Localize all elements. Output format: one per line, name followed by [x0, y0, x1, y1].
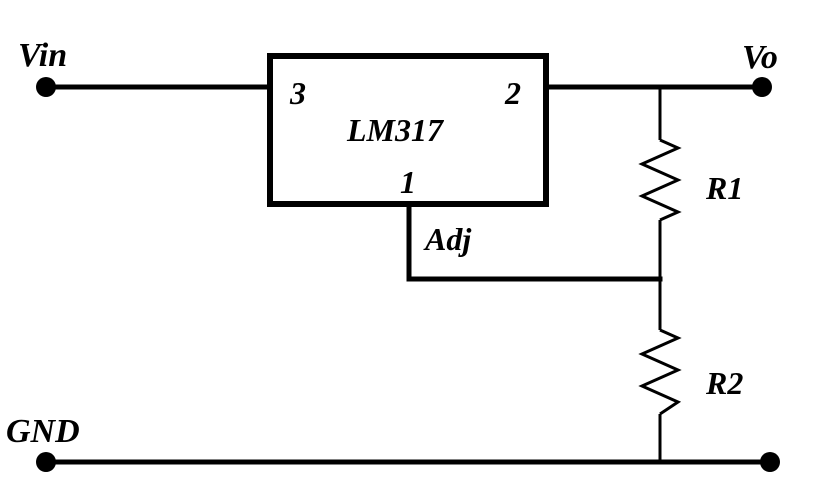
pin-1-label: 1 [400, 164, 416, 200]
gnd-label: GND [6, 413, 80, 450]
adj-label: Adj [423, 221, 471, 257]
r2-label: R2 [705, 365, 743, 401]
r1-label: R1 [705, 170, 743, 206]
chip-name-label: LM317 [346, 112, 445, 148]
gnd-terminal-right [760, 452, 780, 472]
gnd-terminal-left [36, 452, 56, 472]
vin-label: Vin [18, 37, 67, 74]
r2-resistor [638, 328, 682, 416]
adj-wire [406, 201, 663, 282]
vo-label: Vo [742, 39, 778, 76]
vo-terminal [752, 77, 772, 97]
pin-2-label: 2 [504, 75, 521, 111]
vin-terminal [36, 77, 56, 97]
r1-resistor [638, 138, 682, 222]
pin-3-label: 3 [289, 75, 306, 111]
